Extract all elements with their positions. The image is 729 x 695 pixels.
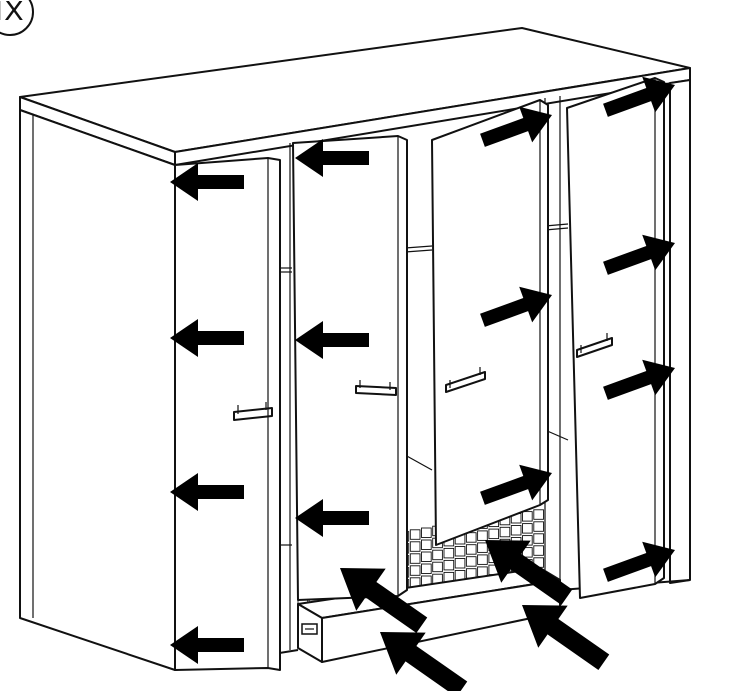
rack-cell	[443, 559, 455, 571]
rack-cell	[533, 545, 544, 556]
direction-arrow	[170, 473, 244, 511]
door-2	[292, 135, 408, 601]
door-1-panel	[174, 157, 281, 671]
rack-cell	[477, 530, 488, 541]
door-4-handle	[576, 333, 613, 358]
rack-cell	[432, 549, 443, 561]
door-1-handle	[233, 402, 273, 421]
rack-cell	[409, 541, 421, 552]
direction-arrow	[380, 632, 468, 695]
direction-arrow	[295, 321, 369, 359]
rack-cell	[409, 565, 421, 576]
rack-cell	[465, 556, 477, 567]
direction-arrow	[603, 541, 675, 582]
direction-arrows	[170, 76, 675, 695]
rack-cell	[421, 539, 432, 550]
direction-arrow	[170, 319, 244, 357]
rack-cell	[533, 521, 544, 532]
direction-arrow	[295, 139, 369, 177]
rack-cell	[510, 525, 522, 536]
direction-arrow	[170, 626, 244, 664]
rack-cell	[409, 553, 421, 564]
direction-arrow	[603, 359, 675, 400]
direction-arrow	[603, 234, 675, 275]
cabinet-right-side-edge	[669, 79, 691, 584]
direction-arrow	[480, 464, 552, 505]
door-4-panel	[566, 77, 665, 599]
door-1	[174, 157, 281, 671]
step-number-label: IX	[0, 0, 26, 27]
rack-cell	[477, 542, 488, 553]
door-3-handle	[445, 367, 486, 393]
rack-cell	[533, 533, 544, 544]
rack-cell	[409, 529, 421, 540]
cabinet-carcass	[19, 27, 691, 671]
direction-arrow	[522, 605, 610, 671]
rack-cell	[522, 511, 533, 522]
rack-cell	[522, 547, 533, 558]
rack-cell	[533, 509, 544, 520]
rack-cell	[421, 551, 432, 562]
rack-cell	[522, 523, 533, 534]
rack-cell	[477, 566, 488, 577]
door-4	[566, 77, 665, 599]
direction-arrow	[485, 540, 573, 606]
rack-cell	[454, 546, 466, 557]
rack-cell	[454, 558, 466, 569]
rack-cell	[477, 554, 488, 565]
door-2-panel	[292, 135, 408, 601]
rack-cell	[465, 544, 477, 555]
rack-cell	[499, 526, 511, 538]
rack-cell	[465, 532, 477, 543]
direction-arrow	[340, 568, 428, 634]
rack-cell	[421, 563, 432, 574]
rack-cell	[421, 527, 432, 538]
direction-arrow	[170, 163, 244, 201]
rack-cell	[488, 528, 500, 540]
cabinet-left-side-panel	[19, 109, 176, 671]
rack-cell	[443, 547, 455, 559]
direction-arrow	[603, 76, 675, 117]
direction-arrow	[295, 499, 369, 537]
rack-cell	[432, 561, 443, 573]
door-2-handle	[355, 380, 397, 396]
direction-arrow	[480, 286, 552, 327]
direction-arrow	[480, 106, 552, 147]
